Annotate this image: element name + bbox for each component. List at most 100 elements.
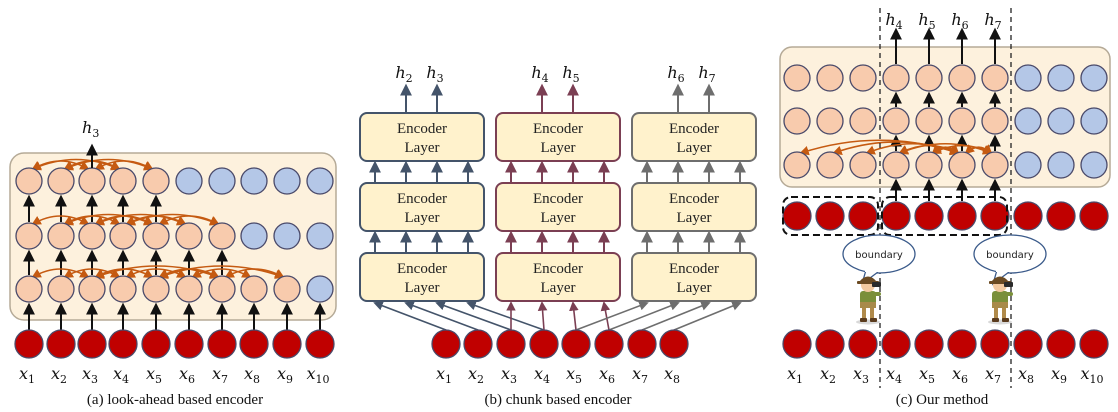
boundary-feature-node (1013, 201, 1043, 231)
hidden-node-active (142, 222, 170, 250)
hidden-node-inactive (273, 167, 301, 195)
encoder-layer-block (359, 182, 485, 232)
encoder-layer-block (631, 252, 757, 302)
input-label: x8 (244, 364, 260, 386)
input-label: x1 (19, 364, 35, 386)
panel-c-left-chunk-box (782, 196, 879, 236)
hidden-node-active (15, 222, 43, 250)
input-node (815, 329, 845, 359)
input-fan-arrow (537, 301, 548, 331)
panel-b-input-fan-arrows (373, 301, 742, 331)
input-label: x2 (468, 364, 484, 386)
hidden-node-inactive (1047, 64, 1075, 92)
input-node (848, 329, 878, 359)
panel-a-output-label: h3 (82, 118, 99, 140)
hidden-node-active (816, 107, 844, 135)
hidden-node-active (981, 107, 1009, 135)
lookahead-arc (158, 265, 285, 279)
input-label: x7 (632, 364, 648, 386)
output-label: h2 (395, 63, 412, 85)
input-fan-arrow (466, 301, 545, 331)
hidden-node-active (175, 275, 203, 303)
input-label: x6 (952, 364, 968, 386)
hidden-node-active (273, 275, 301, 303)
encoder-layer-block (359, 112, 485, 162)
input-node (659, 329, 689, 359)
hidden-node-active (981, 151, 1009, 179)
output-label: h7 (698, 63, 715, 85)
input-label: x1 (436, 364, 452, 386)
boundary-feature-node (848, 201, 878, 231)
lookahead-arc (63, 158, 154, 171)
input-label: x7 (985, 364, 1001, 386)
hidden-node-inactive (306, 222, 334, 250)
input-label: x5 (146, 364, 162, 386)
input-node (207, 329, 237, 359)
hidden-node-active (78, 222, 106, 250)
encoder-label: Encoder (669, 191, 719, 207)
input-node (1079, 329, 1109, 359)
input-node (14, 329, 44, 359)
output-label: h3 (426, 63, 443, 85)
hidden-node-active (882, 151, 910, 179)
input-fan-arrow (673, 301, 742, 331)
input-fan-arrow (608, 301, 680, 331)
hidden-node-inactive (208, 167, 236, 195)
layer-label: Layer (541, 280, 576, 296)
hidden-node-inactive (1014, 64, 1042, 92)
input-node (272, 329, 302, 359)
output-label: h5 (562, 63, 579, 85)
panel-c-current-chunk-box (881, 196, 1008, 236)
input-node (529, 329, 559, 359)
input-node (594, 329, 624, 359)
input-label: x2 (51, 364, 67, 386)
boundary-feature-node (782, 201, 812, 231)
layer-label: Layer (677, 210, 712, 226)
panel-c-vertical-arrows (890, 27, 1001, 201)
input-label: x9 (1051, 364, 1067, 386)
layer-label: Layer (405, 280, 440, 296)
panel-a-caption: (a) look-ahead based encoder (87, 392, 263, 408)
boundary-feature-node (815, 201, 845, 231)
input-fan-arrow (569, 301, 579, 331)
input-label: x1 (787, 364, 803, 386)
hidden-node-active (109, 167, 137, 195)
output-label: h4 (885, 10, 902, 32)
panel-b-encoder-blocks: EncoderLayerEncoderLayerEncoderLayerEnco… (359, 83, 757, 302)
hidden-node-active (948, 107, 976, 135)
input-node (881, 329, 911, 359)
input-node (463, 329, 493, 359)
hidden-node-active (882, 107, 910, 135)
hidden-node-active (208, 222, 236, 250)
hidden-node-active (915, 107, 943, 135)
input-label: x6 (179, 364, 195, 386)
boundary-feature-node (1079, 201, 1109, 231)
input-node (627, 329, 657, 359)
input-fan-arrow (600, 301, 611, 331)
encoder-layer-block (359, 252, 485, 302)
hidden-node-active (915, 151, 943, 179)
input-fan-arrow (435, 301, 512, 331)
input-label: x8 (1018, 364, 1034, 386)
input-node (1013, 329, 1043, 359)
output-label: h5 (918, 10, 935, 32)
input-node (431, 329, 461, 359)
input-node (496, 329, 526, 359)
encoder-label: Encoder (669, 261, 719, 277)
panel-c-input-nodes (782, 329, 1109, 359)
hidden-node-active (783, 107, 811, 135)
input-node (46, 329, 76, 359)
encoder-label: Encoder (397, 191, 447, 207)
svg-text:boundary: boundary (855, 250, 903, 261)
input-label: x8 (664, 364, 680, 386)
layer-label: Layer (677, 280, 712, 296)
hidden-node-active (882, 64, 910, 92)
hidden-node-inactive (1080, 64, 1108, 92)
input-label: x4 (113, 364, 129, 386)
input-label: x5 (566, 364, 582, 386)
input-fan-arrow (404, 301, 479, 331)
input-label: x3 (853, 364, 869, 386)
panel-a-nodes (14, 167, 335, 359)
